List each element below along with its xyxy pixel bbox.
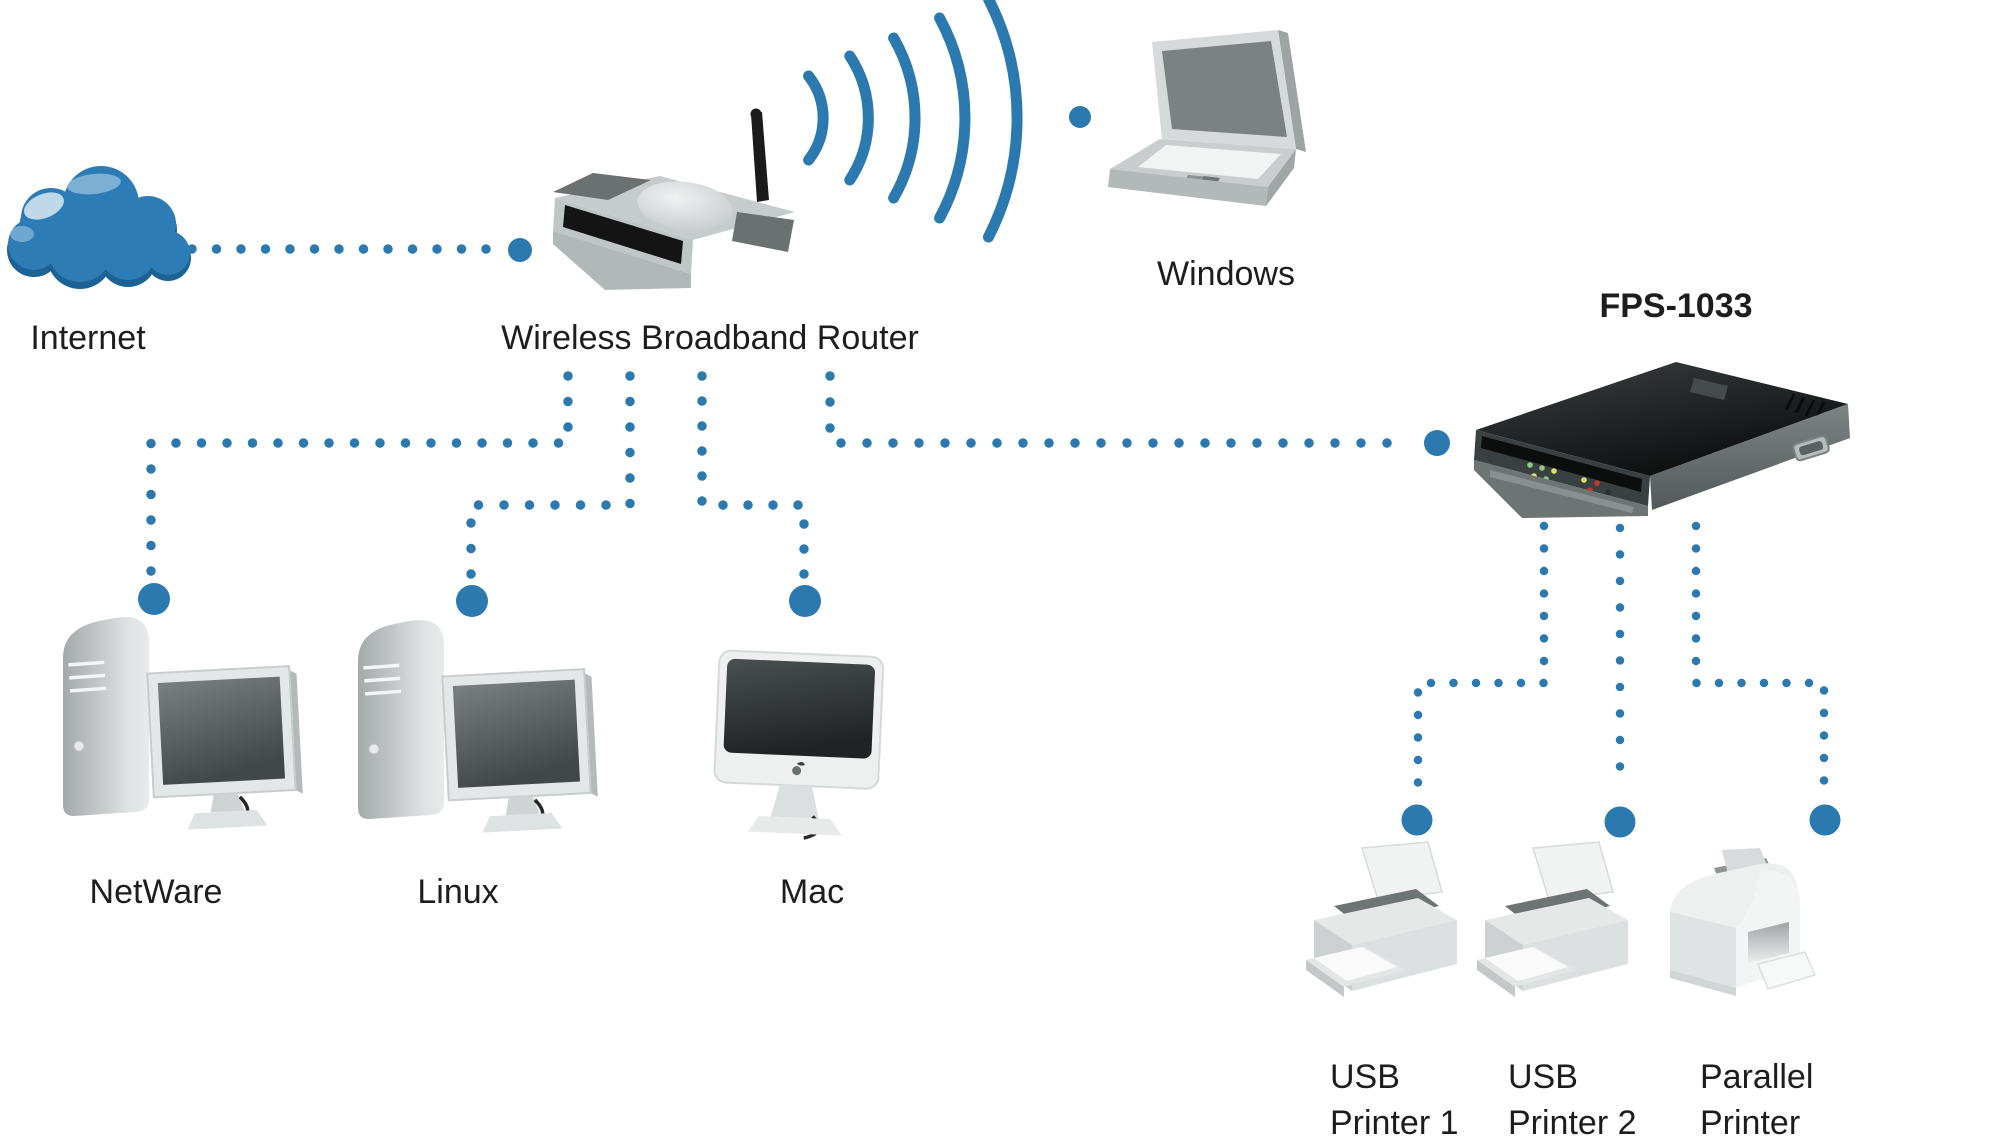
connection-endpoint-dot	[138, 583, 170, 615]
connection-router-mac	[697, 371, 809, 583]
label-usb-printer-1: USB Printer 1	[1330, 1054, 1459, 1136]
wireless-router-icon	[553, 108, 795, 290]
desktop-computer-icon	[61, 615, 307, 834]
connection-router-netware	[146, 371, 573, 581]
cloud-icon	[7, 166, 191, 289]
label-usb-printer-1-line2: Printer 1	[1330, 1104, 1459, 1136]
connection-endpoint-dot	[1401, 804, 1433, 836]
connection-endpoint-dot	[1424, 430, 1450, 456]
laser-printer-icon	[1670, 848, 1817, 996]
label-usb-printer-2-line2: Printer 2	[1508, 1104, 1637, 1136]
laptop-icon	[1108, 30, 1306, 206]
print-server-icon	[1474, 362, 1850, 518]
label-netware: NetWare	[89, 873, 223, 911]
label-usb-printer-2-line1: USB	[1508, 1058, 1578, 1096]
label-mac: Mac	[779, 873, 845, 911]
desktop-computer-icon	[356, 618, 602, 837]
label-fps-1033: FPS-1033	[1599, 287, 1753, 325]
label-linux: Linux	[417, 873, 499, 911]
connection-router-linux	[466, 371, 635, 583]
connection-printserver-parallelprinter	[1691, 521, 1829, 796]
connections	[138, 238, 1841, 838]
label-parallel-printer: Parallel Printer	[1700, 1054, 1813, 1136]
connection-router-printserver	[825, 371, 1414, 448]
connection-endpoint-dot	[789, 585, 821, 617]
connection-printserver-usbprinter1	[1413, 521, 1549, 796]
label-parallel-printer-line1: Parallel	[1700, 1058, 1814, 1096]
label-internet: Internet	[30, 319, 146, 357]
wifi-waves-icon	[803, 0, 1091, 243]
label-usb-printer-1-line1: USB	[1330, 1058, 1400, 1096]
connection-endpoint-dot	[508, 238, 532, 262]
connection-endpoint-dot	[1809, 804, 1841, 836]
label-wireless-broadband-router: Wireless Broadband Router	[501, 319, 919, 357]
label-windows: Windows	[1157, 255, 1295, 293]
imac-icon	[713, 649, 885, 840]
label-parallel-printer-line2: Printer	[1700, 1104, 1801, 1136]
connection-endpoint-dot	[456, 585, 488, 617]
inkjet-printer-icon	[1305, 841, 1458, 998]
connection-endpoint-dot	[1604, 806, 1636, 838]
label-usb-printer-2: USB Printer 2	[1508, 1054, 1637, 1136]
inkjet-printer-icon	[1476, 841, 1629, 998]
